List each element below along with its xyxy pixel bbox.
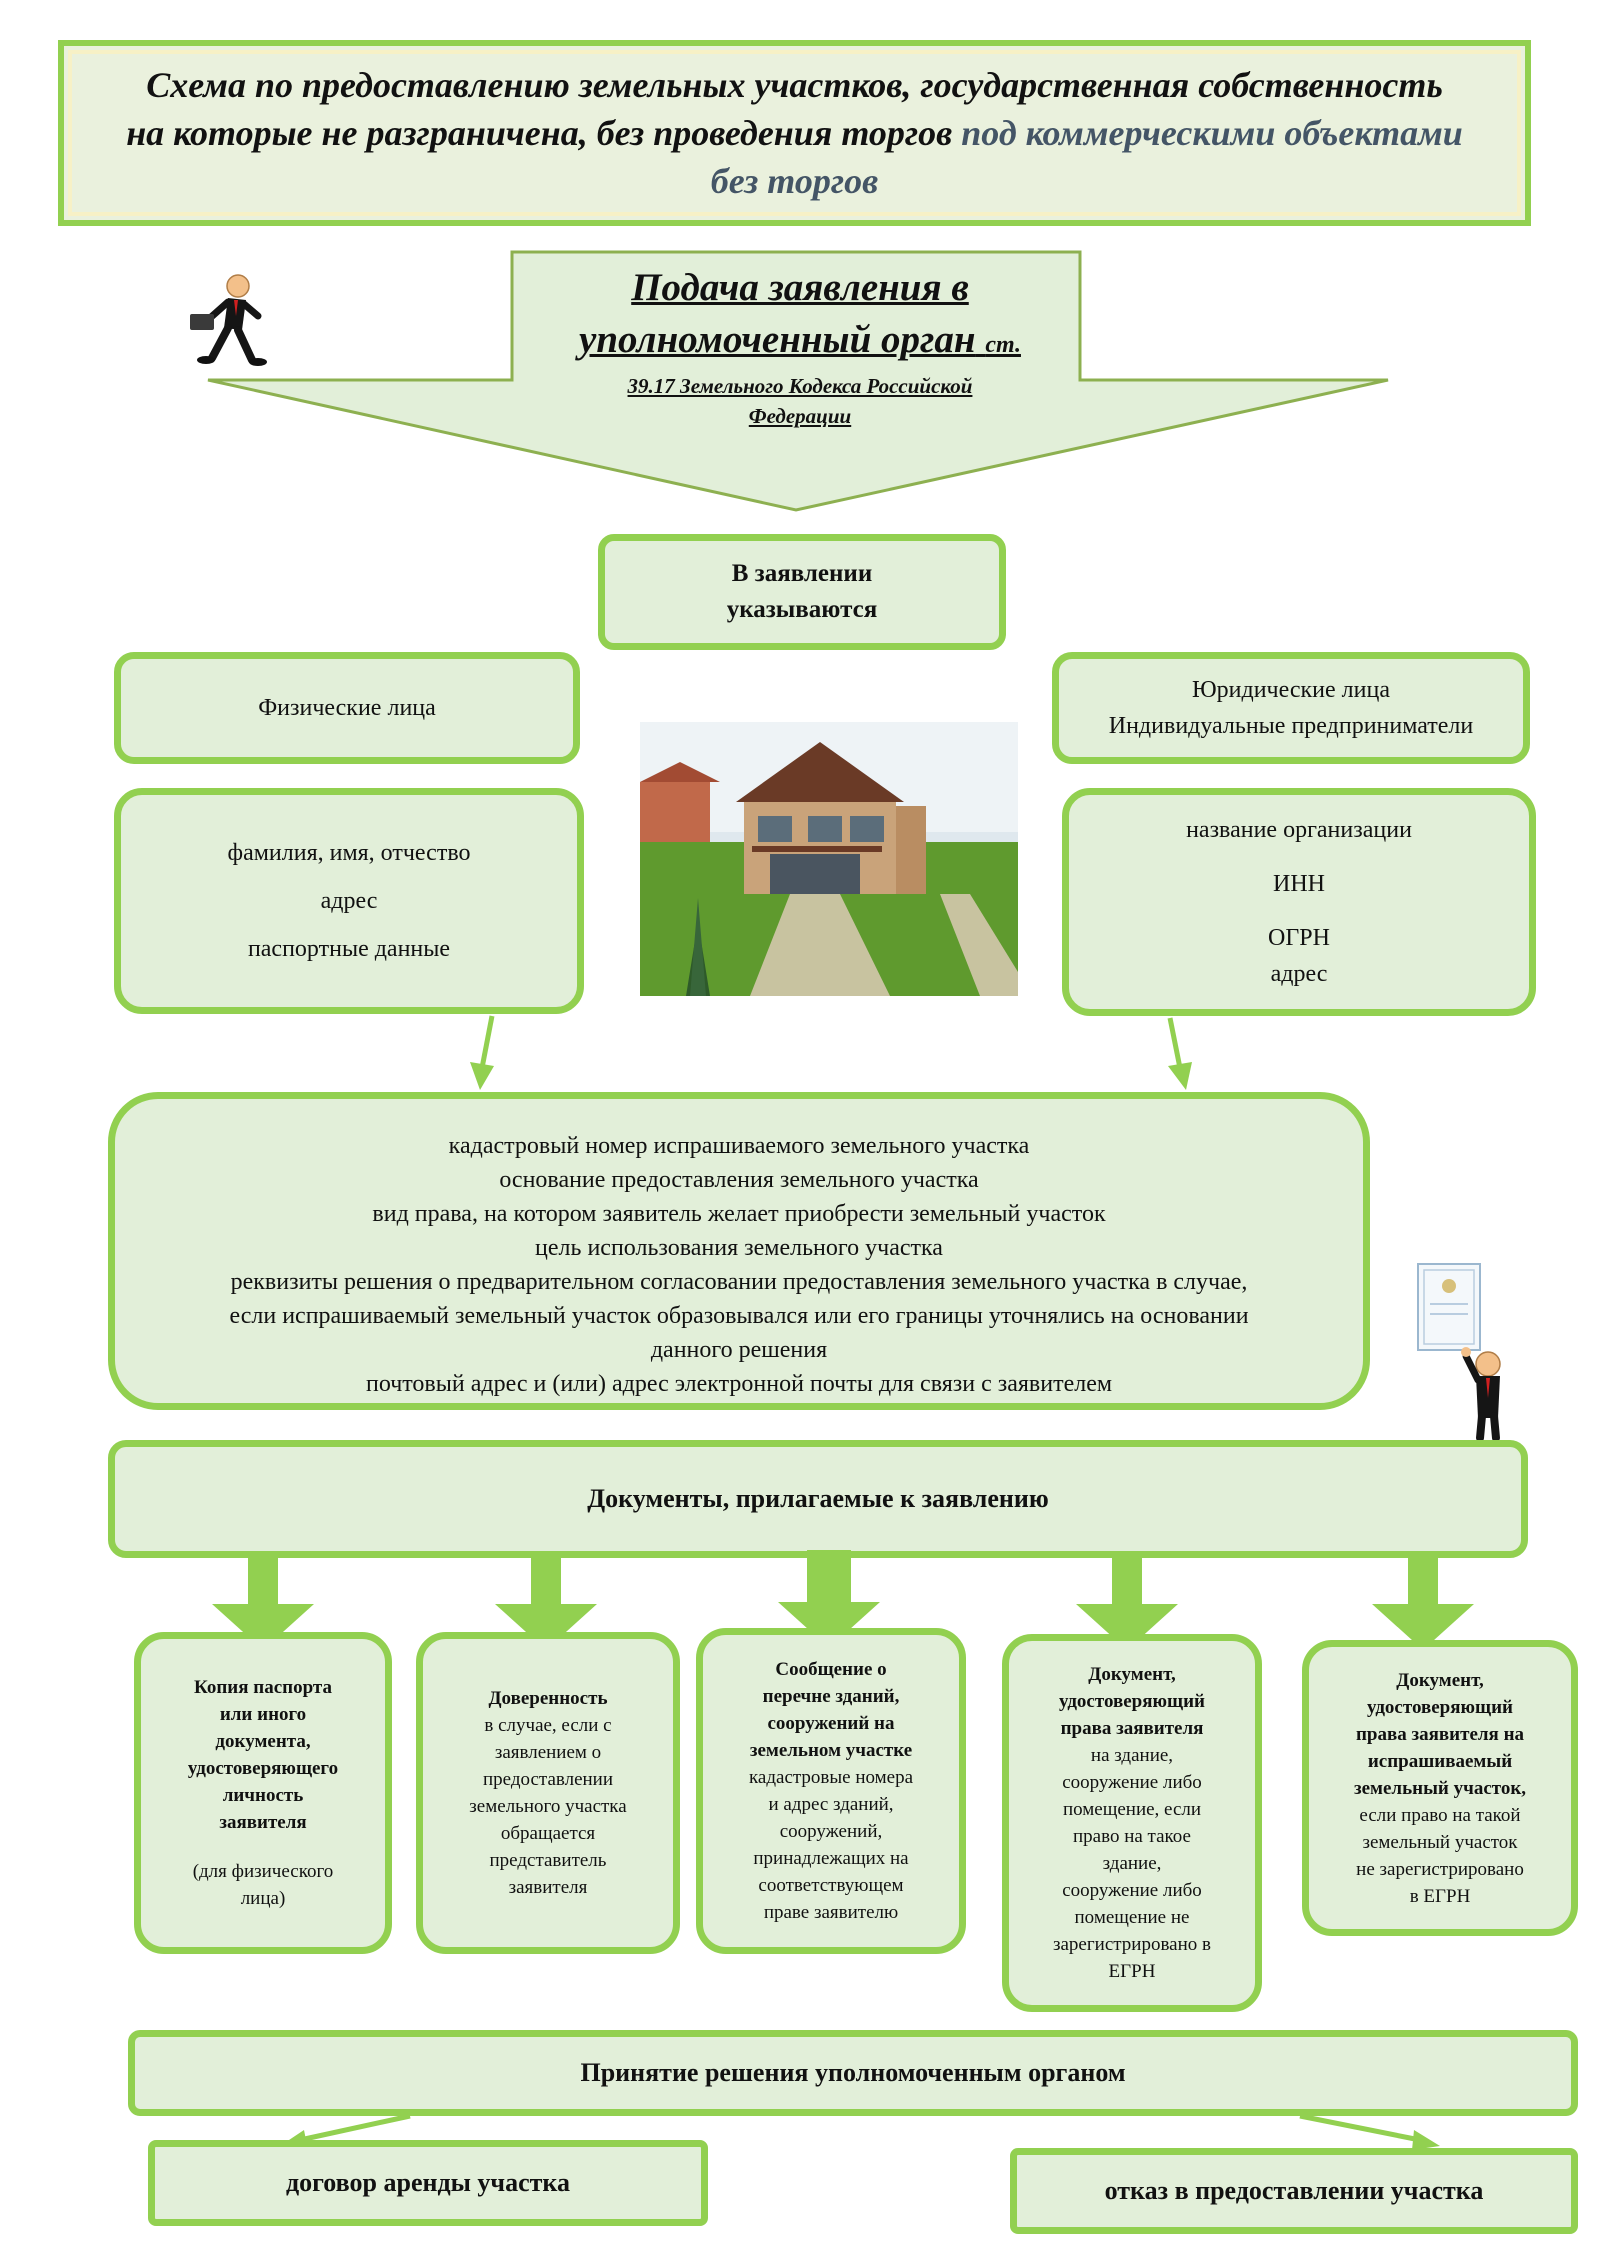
submission-line4: Федерации — [748, 404, 852, 428]
documents-title-box: Документы, прилагаемые к заявлению — [108, 1440, 1528, 1558]
doc-buildings-list-box: Сообщение о перечне зданий, сооружений н… — [696, 1628, 966, 1954]
documents-arrows — [212, 1550, 1474, 1650]
individuals-field: паспортные данные — [247, 936, 451, 962]
submission-line3: 39.17 Земельного Кодекса Российской — [627, 374, 973, 398]
legal-field: ОГРН — [1268, 925, 1330, 951]
common-line: реквизиты решения о предварительном согл… — [230, 1269, 1248, 1295]
common-line: вид права, на котором заявитель желает п… — [372, 1201, 1106, 1227]
common-line: данного решения — [650, 1337, 828, 1363]
common-line: почтовый адрес и (или) адрес электронной… — [365, 1371, 1113, 1397]
legal-fields-box: название организации ИНН ОГРН адрес — [1062, 788, 1536, 1016]
submission-arrow — [207, 250, 1389, 512]
submission-heading: Подача заявления в уполномоченный орган … — [500, 262, 1100, 431]
common-requirements-box: кадастровый номер испрашиваемого земельн… — [108, 1092, 1370, 1410]
individuals-field: фамилия, имя, отчество — [227, 840, 471, 866]
common-line: цель использования земельного участка — [535, 1235, 943, 1261]
legal-field: название организации — [1186, 817, 1412, 843]
decision-box: Принятие решения уполномоченным органом — [128, 2030, 1578, 2116]
individuals-title-box: Физические лица — [114, 652, 580, 764]
common-line: основание предоставления земельного учас… — [499, 1167, 979, 1193]
walking-businessman-icon — [190, 274, 267, 366]
scheme-title-accent: под коммерческими объектами без торгов — [710, 113, 1463, 201]
doc-power-of-attorney-box: Доверенность в случае, если с заявлением… — [416, 1632, 680, 1954]
doc-building-rights-box: Документ, удостоверяющий права заявителя… — [1002, 1634, 1262, 2012]
connector-arrows — [470, 1015, 1192, 1090]
legal-field: ИНН — [1273, 871, 1325, 897]
lease-outcome-box: договор аренды участка — [148, 2140, 708, 2226]
house-photo — [640, 722, 1018, 996]
doc-passport-box: Копия паспорта или иного документа, удос… — [134, 1632, 392, 1954]
doc-land-rights-box: Документ, удостоверяющий права заявителя… — [1302, 1640, 1578, 1936]
scheme-title-banner: Схема по предоставлению земельных участк… — [58, 40, 1531, 226]
refusal-outcome-box: отказ в предоставлении участка — [1010, 2148, 1578, 2234]
legal-title-box: Юридические лица Индивидуальные предприн… — [1052, 652, 1530, 764]
individuals-fields-box: фамилия, имя, отчество адрес паспортные … — [114, 788, 584, 1014]
submission-line1: Подача заявления в — [631, 266, 969, 309]
submission-line2: уполномоченный орган ст. — [579, 318, 1021, 361]
common-line: если испрашиваемый земельный участок обр… — [229, 1303, 1249, 1329]
common-line: кадастровый номер испрашиваемого земельн… — [448, 1133, 1030, 1159]
individuals-field: адрес — [320, 888, 378, 914]
specified-box: В заявлении указываются — [598, 534, 1006, 650]
legal-field: адрес — [1270, 961, 1328, 987]
certificate-businessman-icon — [1417, 1263, 1501, 1442]
scheme-title: Схема по предоставлению земельных участк… — [126, 65, 1463, 201]
